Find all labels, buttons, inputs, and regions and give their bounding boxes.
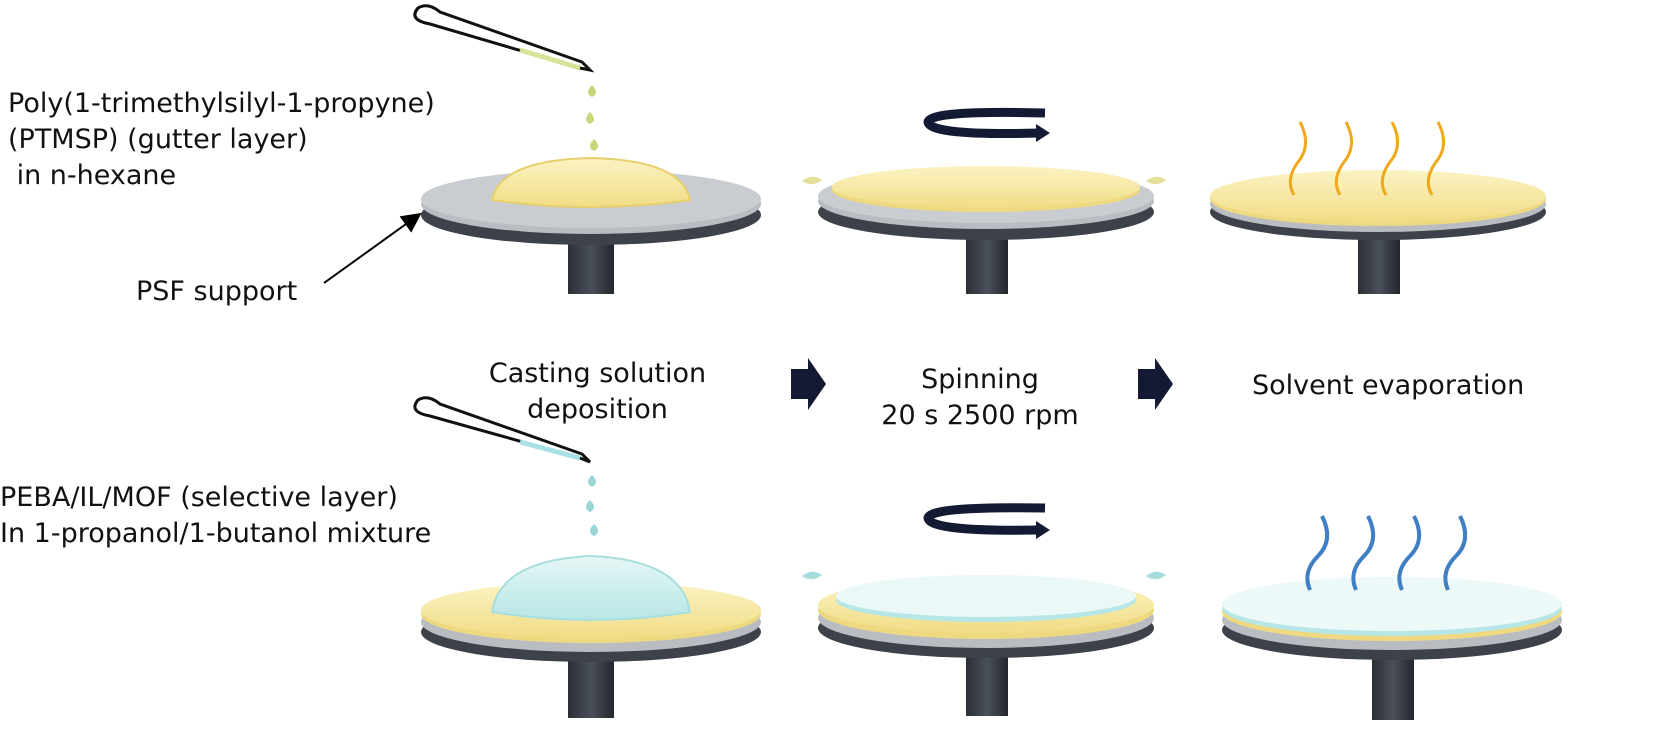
row1-solution-line: (PTMSP) (gutter layer): [8, 124, 308, 155]
row2-stage1-spin-coater: [421, 554, 761, 718]
row2-droplet-icon: [586, 475, 598, 536]
spinning-step-line: Spinning: [921, 364, 1039, 395]
row2-solution-line: In 1-propanol/1-butanol mixture: [0, 518, 432, 549]
row2-pipette-icon: [413, 396, 592, 464]
row2-stage3-spin-coater: [1222, 577, 1562, 720]
row2-spin-arrow-icon: [923, 503, 1050, 539]
psf-support-label: PSF support: [136, 276, 298, 307]
row1-droplet-icon: [586, 85, 598, 151]
row1-stage2-spin-coater: [818, 166, 1154, 294]
row1-fling-droplet-icon: [802, 176, 1166, 185]
row2-solution-line: PEBA/IL/MOF (selective layer): [0, 482, 398, 513]
evaporation-step-label: Solvent evaporation: [1252, 370, 1525, 401]
spinning-step-line: 20 s 2500 rpm: [881, 400, 1079, 431]
row1-solution-line: Poly(1-trimethylsilyl-1-propyne): [8, 88, 435, 119]
row1-stage3-spin-coater: [1210, 170, 1546, 294]
psf-pointer-line: [323, 212, 422, 284]
row2-fling-droplet-icon: [802, 571, 1166, 580]
spinning-step-label: Spinning 20 s 2500 rpm: [860, 362, 1100, 434]
row1-vapor-icon: [1288, 121, 1445, 196]
deposition-step-line: deposition: [527, 394, 668, 425]
row2-vapor-icon: [1305, 515, 1468, 591]
row1-solution-line: in n-hexane: [8, 160, 177, 191]
deposition-step-line: Casting solution: [488, 358, 707, 389]
row2-stage2-spin-coater: [818, 575, 1154, 716]
step-arrow-icon: [791, 358, 1173, 410]
row1-solution-label: Poly(1-trimethylsilyl-1-propyne) (PTMSP)…: [8, 86, 435, 194]
row1-stage1-spin-coater: [421, 156, 761, 294]
row1-spin-arrow-icon: [923, 107, 1050, 142]
deposition-step-label: Casting solution deposition: [460, 356, 735, 428]
row2-solution-label: PEBA/IL/MOF (selective layer) In 1-propa…: [0, 480, 431, 552]
row1-pipette-icon: [413, 4, 595, 73]
